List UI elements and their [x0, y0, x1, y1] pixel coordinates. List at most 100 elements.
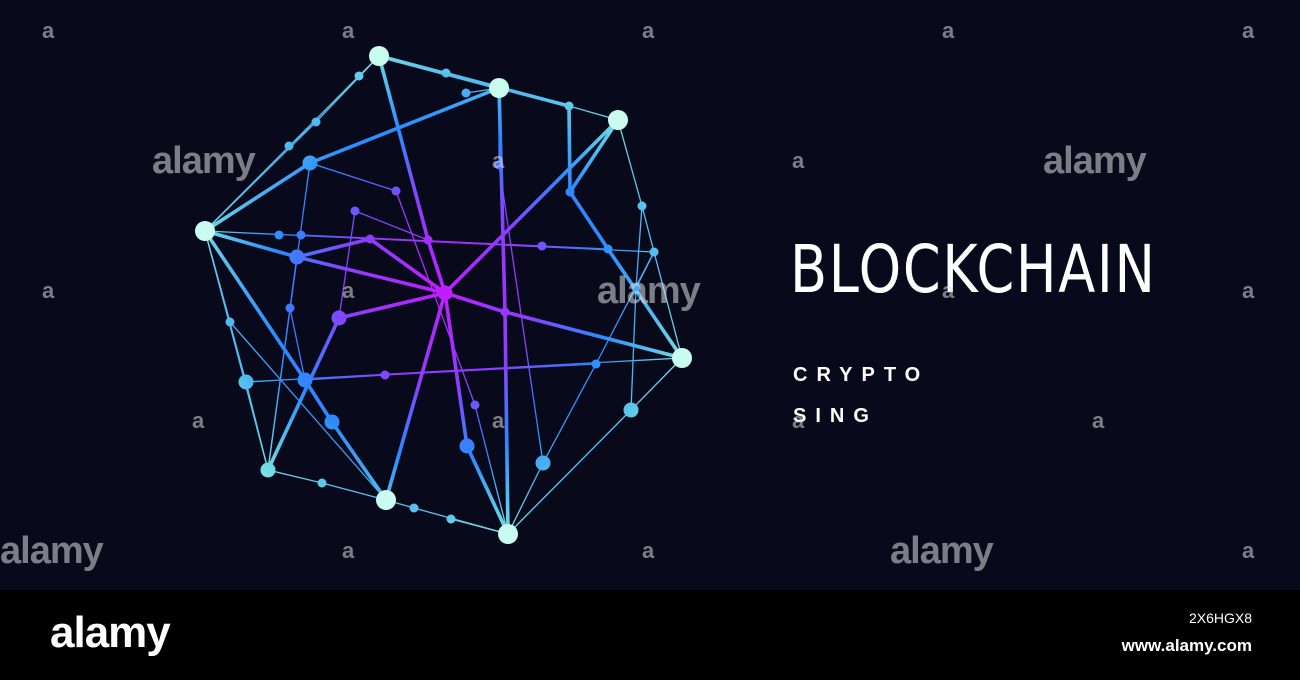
network-node	[317, 478, 327, 488]
network-edge	[377, 54, 571, 108]
watermark-a: a	[1242, 18, 1255, 43]
network-edge	[465, 444, 510, 536]
network-node	[498, 524, 518, 544]
network-node	[289, 249, 305, 265]
network-edge	[289, 307, 306, 381]
watermark-alamy: alamy	[0, 530, 104, 572]
network-edge	[541, 245, 609, 250]
network-node	[380, 370, 390, 380]
watermark-a: a	[342, 538, 355, 563]
network-edge	[507, 409, 632, 535]
network-node	[441, 68, 451, 78]
network-node	[494, 160, 504, 170]
watermark-alamy: alamy	[1043, 140, 1147, 182]
network-edge	[443, 291, 469, 448]
blockchain-title: BLOCKCHAIN	[790, 231, 1157, 308]
network-edge	[338, 210, 356, 319]
network-edge	[266, 316, 341, 472]
network-edge	[203, 229, 307, 382]
network-edge	[321, 482, 387, 501]
footer-logo[interactable]: alamy	[50, 608, 171, 657]
network-edge	[295, 255, 447, 295]
network-node	[225, 317, 235, 327]
network-node	[376, 490, 396, 510]
network-node	[608, 110, 628, 130]
network-node	[365, 234, 375, 244]
network-node	[296, 230, 306, 240]
network-edge	[300, 234, 543, 247]
network-node	[324, 414, 340, 430]
network-node	[284, 141, 294, 151]
watermark-a: a	[792, 148, 805, 173]
network-node	[331, 310, 347, 326]
network-node	[274, 230, 284, 240]
network-edge	[245, 357, 683, 383]
watermark-alamy: alamy	[890, 530, 994, 572]
network-edge	[304, 374, 386, 381]
network-edge	[354, 210, 429, 241]
network-node	[649, 247, 659, 257]
network-edge	[426, 238, 447, 295]
network-node	[446, 514, 456, 524]
watermark-a: a	[1242, 278, 1255, 303]
network-edge	[267, 469, 323, 484]
network-node	[637, 201, 647, 211]
network-edge	[204, 75, 360, 232]
network-node	[489, 78, 509, 98]
image-id: 2X6HGX8	[1188, 610, 1252, 626]
watermark-a: a	[492, 148, 505, 173]
network-node	[535, 455, 551, 471]
network-edge	[568, 118, 620, 194]
network-node	[603, 244, 613, 254]
network-node	[623, 402, 639, 418]
network-nodes	[195, 46, 692, 544]
network-edge	[567, 104, 572, 194]
network-node	[423, 235, 433, 245]
network-edge	[443, 291, 507, 314]
watermark-a: a	[342, 18, 355, 43]
network-node	[195, 221, 215, 241]
network-edge	[503, 310, 684, 360]
network-edge	[635, 251, 655, 289]
network-edge	[384, 291, 447, 502]
network-node	[369, 46, 389, 66]
network-node	[537, 241, 547, 251]
watermark-a: a	[942, 278, 955, 303]
watermark-a: a	[642, 538, 655, 563]
network-edge	[308, 86, 501, 165]
network-edge	[635, 205, 643, 289]
network-node	[631, 283, 641, 293]
network-edge	[542, 363, 597, 464]
network-edge	[368, 237, 447, 295]
network-node	[238, 374, 254, 390]
network-edge	[443, 118, 620, 295]
network-node	[461, 88, 471, 98]
footer-bar: alamy 2X6HGX8 www.alamy.com	[0, 590, 1300, 680]
network-edge	[503, 310, 510, 536]
watermark-alamy: alamy	[597, 270, 701, 312]
network-edge	[309, 162, 397, 192]
watermark-a: a	[1242, 538, 1255, 563]
network-edge	[288, 121, 317, 147]
watermark-a: a	[642, 18, 655, 43]
subtitle-line-2: SING	[793, 405, 878, 427]
network-node	[459, 438, 475, 454]
network-edge	[384, 363, 597, 376]
network-node	[354, 71, 364, 81]
watermark-a: a	[492, 408, 505, 433]
network-edge	[267, 162, 311, 471]
network-node	[470, 400, 480, 410]
network-edge	[395, 190, 476, 406]
watermark-alamy: alamy	[152, 140, 256, 182]
network-node	[260, 462, 276, 478]
network-edge	[245, 381, 269, 471]
network-edge	[507, 462, 544, 535]
network-node	[409, 503, 419, 513]
network-edge	[568, 190, 610, 251]
network-node	[285, 303, 295, 313]
network-edge	[295, 237, 372, 259]
network-edge	[203, 161, 312, 233]
network-node	[391, 186, 401, 196]
network-node	[672, 348, 692, 368]
footer-url[interactable]: www.alamy.com	[1121, 636, 1252, 655]
